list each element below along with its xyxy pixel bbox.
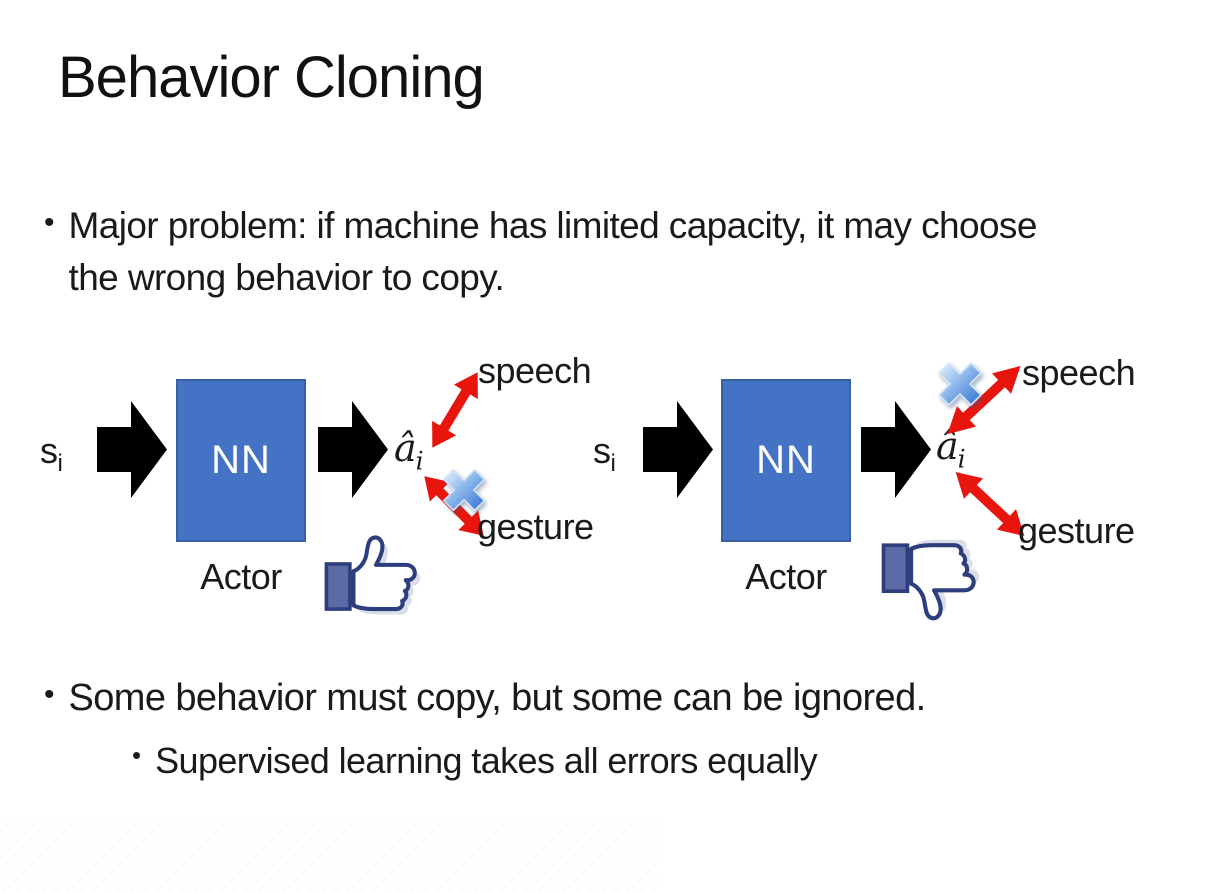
thumbs-down-icon — [878, 532, 981, 627]
input-state-label: si — [40, 430, 63, 478]
bullet-some-behavior-text: Some behavior must copy, but some can be… — [68, 677, 927, 719]
gesture-label: gesture — [477, 506, 594, 547]
block-arrow-icon — [97, 401, 167, 498]
block-arrow-icon — [318, 401, 388, 498]
speech-label: speech — [1022, 352, 1136, 393]
bullet-some-behavior: • Some behavior must copy, but some can … — [44, 672, 1184, 725]
bullet-dot: • — [44, 206, 55, 239]
blue-cross-icon — [434, 461, 494, 524]
bullet-supervised-learning: • Supervised learning takes all errors e… — [132, 736, 1132, 786]
nn-box: NN — [176, 379, 306, 542]
output-action-label: âi — [936, 424, 966, 474]
block-arrow-icon — [643, 401, 713, 498]
watermark-texture — [0, 818, 660, 892]
input-state-label: si — [593, 430, 616, 478]
page-title: Behavior Cloning — [58, 45, 485, 110]
bullet-major-problem-text: Major problem: if machine has limited ca… — [68, 205, 1038, 298]
thumbs-up-icon — [321, 530, 422, 621]
nn-label: NN — [211, 438, 271, 482]
nn-label: NN — [756, 438, 816, 482]
block-arrow-icon — [861, 401, 931, 498]
red-double-arrow-icon — [955, 471, 1025, 537]
output-action-label: âi — [394, 426, 424, 476]
red-double-arrow-icon — [432, 372, 478, 448]
actor-label: Actor — [200, 556, 282, 597]
bullet-supervised-learning-text: Supervised learning takes all errors equ… — [155, 740, 818, 781]
bullet-dot: • — [132, 740, 142, 770]
gesture-label: gesture — [1018, 510, 1135, 551]
red-double-arrow-icon — [947, 365, 1021, 435]
bullet-major-problem: • Major problem: if machine has limited … — [44, 200, 1074, 304]
actor-label: Actor — [745, 556, 827, 597]
speech-label: speech — [478, 350, 592, 391]
blue-cross-icon — [928, 354, 992, 419]
bullet-dot: • — [44, 678, 55, 711]
nn-box: NN — [721, 379, 851, 542]
